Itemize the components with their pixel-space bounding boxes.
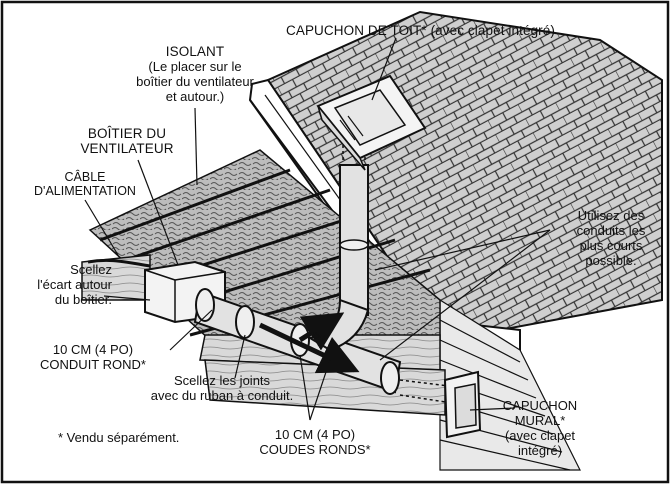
seal-joints-line-2: avec du ruban à conduit. — [150, 388, 294, 403]
insulation-title: ISOLANT — [165, 44, 225, 59]
short-ducts-line-1: Utilisez des — [577, 208, 645, 223]
fan-housing-label: BOÎTIER DU VENTILATEUR — [72, 126, 182, 156]
seal-joints-label: Scellez les joints avec du ruban à condu… — [132, 373, 312, 403]
seal-gap-line-3: du boîtier. — [54, 292, 112, 307]
short-ducts-line-3: plus courts — [579, 238, 643, 253]
elbows-line-1: 10 CM (4 PO) — [274, 427, 356, 442]
power-cable-line-2: D'ALIMENTATION — [34, 184, 136, 198]
seal-gap-label: Scellez l'écart autour du boîtier. — [10, 262, 112, 307]
round-duct-line-1: 10 CM (4 PO) — [52, 342, 134, 357]
seal-gap-line-2: l'écart autour — [37, 277, 112, 292]
roof-cap — [316, 74, 427, 171]
short-ducts-line-2: conduits les — [576, 223, 646, 238]
wall-cap-line-3: (avec clapet — [504, 428, 576, 443]
fan-housing-line-1: BOÎTIER DU — [87, 126, 167, 141]
wall-cap-line-4: intégré) — [517, 443, 563, 458]
flow-arrow-up — [298, 312, 345, 351]
wall-cap — [443, 370, 482, 439]
power-cable — [87, 258, 151, 268]
roof-cap-label: CAPUCHON DE TOIT* (avec clapet intégré) — [286, 23, 555, 38]
roof-edge — [248, 78, 521, 352]
short-ducts-label: Utilisez des conduits les plus courts po… — [556, 208, 666, 268]
seal-joints-line-1: Scellez les joints — [173, 373, 271, 388]
power-cable-line-1: CÂBLE — [64, 170, 106, 184]
short-ducts-line-4: possible. — [585, 253, 637, 268]
vertical-duct — [307, 164, 370, 352]
round-duct-line-2: CONDUIT ROND* — [40, 357, 146, 372]
power-cable-label: CÂBLE D'ALIMENTATION — [20, 170, 150, 198]
seal-gap-line-1: Scellez — [70, 262, 112, 277]
insulation-note-2: boîtier du ventilateur — [136, 74, 254, 89]
insulation-note-1: (Le placer sur le — [148, 59, 242, 74]
wall-cap-label: CAPUCHON MURAL* (avec clapet intégré) — [488, 398, 592, 458]
fan-housing-line-2: VENTILATEUR — [80, 141, 174, 156]
sold-separately-note: * Vendu séparément. — [58, 430, 180, 445]
leader-lines — [84, 37, 551, 421]
elbows-line-2: COUDES RONDS* — [259, 442, 371, 457]
wall-cap-line-1: CAPUCHON — [502, 398, 578, 413]
elbows-label: 10 CM (4 PO) COUDES RONDS* — [240, 427, 390, 457]
round-duct-label: 10 CM (4 PO) CONDUIT ROND* — [18, 342, 168, 372]
insulation-note-3: et autour.) — [165, 89, 225, 104]
wall-cap-line-2: MURAL* — [514, 413, 566, 428]
flow-arrow-right — [258, 322, 360, 374]
insulation-label: ISOLANT (Le placer sur le boîtier du ven… — [110, 44, 280, 104]
